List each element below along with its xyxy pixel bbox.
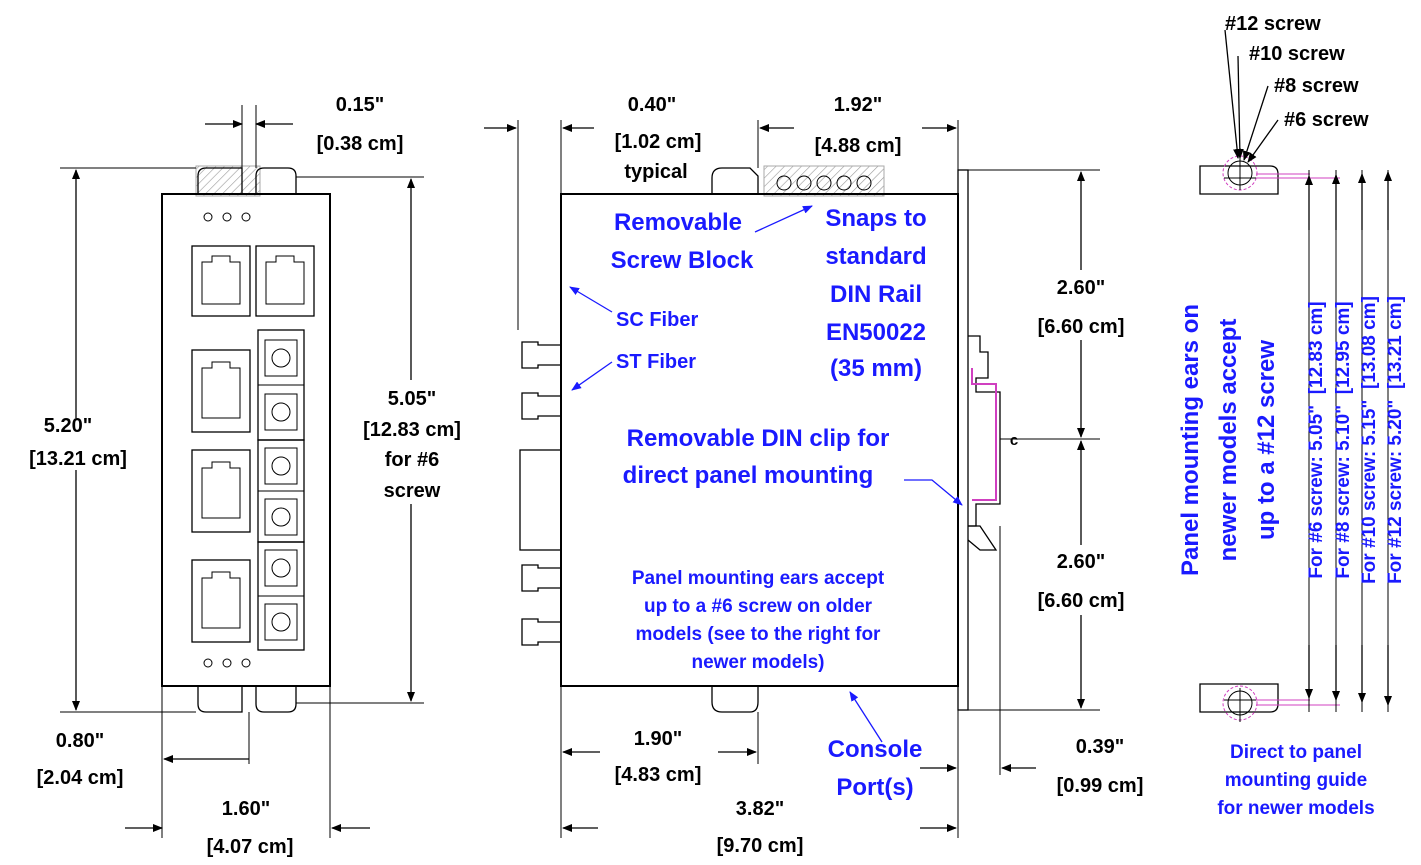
- ears-label-3: models (see to the right for: [636, 624, 882, 645]
- spec-6: For #6 screw: 5.05" [12.83 cm]: [1306, 301, 1327, 578]
- dim-260-bottom: 2.60": [1057, 551, 1105, 573]
- dim-260-top-cm: [6.60 cm]: [1038, 316, 1125, 338]
- dim-160: 1.60": [222, 798, 270, 820]
- dim-382-cm: [9.70 cm]: [717, 835, 804, 857]
- dim-015-cm: [0.38 cm]: [317, 133, 404, 155]
- din-label-1: Snaps to: [825, 205, 926, 232]
- new-ears-label: Panel mounting ears on newer models acce…: [1177, 304, 1280, 576]
- front-view: [161, 165, 331, 713]
- led-row-top: [203, 212, 251, 222]
- screw-block-label-2: Screw Block: [611, 247, 754, 274]
- screw-label-12: #12 screw: [1225, 13, 1321, 35]
- dim-160-cm: [4.07 cm]: [207, 836, 294, 858]
- device-front-body: [161, 193, 331, 687]
- dim-505: 5.05": [388, 388, 436, 410]
- front-dimensions: [60, 105, 424, 838]
- side-view: [519, 165, 1001, 713]
- din-clip-label-1: Removable DIN clip for: [627, 425, 890, 452]
- dim-505-cm: [12.83 cm]: [363, 419, 461, 441]
- dimension-labels: 0.15" [0.38 cm] 5.20" [13.21 cm] 5.05" […: [29, 94, 1143, 858]
- dim-520: 5.20": [44, 415, 92, 437]
- console-label-2: Port(s): [836, 774, 913, 801]
- dim-040-typical: typical: [624, 161, 687, 183]
- dim-505-for: for #6: [385, 449, 439, 471]
- screw-block-label-1: Removable: [614, 209, 742, 236]
- guide-label-1: Direct to panel: [1230, 742, 1362, 763]
- st-fiber-label: ST Fiber: [616, 351, 696, 373]
- annotation-labels: Removable Screw Block Snaps to standard …: [611, 205, 1375, 819]
- ears-label-4: newer models): [691, 652, 824, 673]
- dim-190-cm: [4.83 cm]: [615, 764, 702, 786]
- dim-192: 1.92": [834, 94, 882, 116]
- rj45-port-5: [191, 559, 251, 643]
- dim-080: 0.80": [56, 730, 104, 752]
- dim-039: 0.39": [1076, 736, 1124, 758]
- side-fiber-connectors: [519, 341, 562, 646]
- rj45-port-1: [191, 245, 251, 317]
- console-label-1: Console: [828, 736, 923, 763]
- dim-382: 3.82": [736, 798, 784, 820]
- din-rail-plate: [957, 169, 969, 711]
- rj45-port-4: [191, 449, 251, 533]
- spec-10: For #10 screw: 5.15" [13.08 cm]: [1359, 296, 1380, 584]
- screw-block-terminals: [776, 175, 872, 191]
- dim-520-cm: [13.21 cm]: [29, 448, 127, 470]
- annotation-leaders: [569, 205, 963, 743]
- ears-label-2: up to a #6 screw on older: [644, 596, 873, 617]
- din-clip-label-2: direct panel mounting: [623, 462, 874, 489]
- dim-190: 1.90": [634, 728, 682, 750]
- guide-label-3: for newer models: [1217, 798, 1374, 819]
- din-label-3: DIN Rail: [830, 281, 922, 308]
- spec-8: For #8 screw: 5.10" [12.95 cm]: [1333, 301, 1354, 578]
- din-label-2: standard: [825, 243, 926, 270]
- dim-505-screw: screw: [384, 480, 441, 502]
- screw-spec-labels: For #6 screw: 5.05" [12.83 cm] For #8 sc…: [1306, 296, 1406, 584]
- ears-label-1: Panel mounting ears accept: [632, 568, 885, 589]
- dim-192-cm: [4.88 cm]: [815, 135, 902, 157]
- screw-label-8: #8 screw: [1274, 75, 1359, 97]
- center-mark: c: [1010, 432, 1018, 449]
- screw-spec-lines: [1305, 170, 1392, 712]
- guide-label-2: mounting guide: [1225, 770, 1367, 791]
- screw-label-10: #10 screw: [1249, 43, 1345, 65]
- dim-080-cm: [2.04 cm]: [37, 767, 124, 789]
- mounting-guide: [1199, 29, 1392, 722]
- rj45-port-2: [255, 245, 315, 317]
- sc-fiber-label: SC Fiber: [616, 309, 698, 331]
- din-clip: [967, 335, 1001, 551]
- dim-039-cm: [0.99 cm]: [1057, 775, 1144, 797]
- fiber-ports-front: [257, 329, 305, 651]
- rj45-port-3: [191, 349, 251, 433]
- dim-040-cm: [1.02 cm]: [615, 131, 702, 153]
- spec-12: For #12 screw: 5.20" [13.21 cm]: [1385, 296, 1406, 584]
- led-row-bottom: [203, 658, 251, 668]
- new-ears-label-3: up to a #12 screw: [1253, 340, 1280, 540]
- dim-015: 0.15": [336, 94, 384, 116]
- dim-040: 0.40": [628, 94, 676, 116]
- din-label-5: (35 mm): [830, 355, 922, 382]
- new-ears-label-2: newer models accept: [1215, 319, 1242, 562]
- screw-label-6: #6 screw: [1284, 109, 1369, 131]
- dim-260-top: 2.60": [1057, 277, 1105, 299]
- screw-size-labels: #12 screw #10 screw #8 screw #6 screw: [1225, 13, 1369, 131]
- new-ears-label-1: Panel mounting ears on: [1177, 304, 1204, 576]
- dim-260-bottom-cm: [6.60 cm]: [1038, 590, 1125, 612]
- din-label-4: EN50022: [826, 319, 926, 346]
